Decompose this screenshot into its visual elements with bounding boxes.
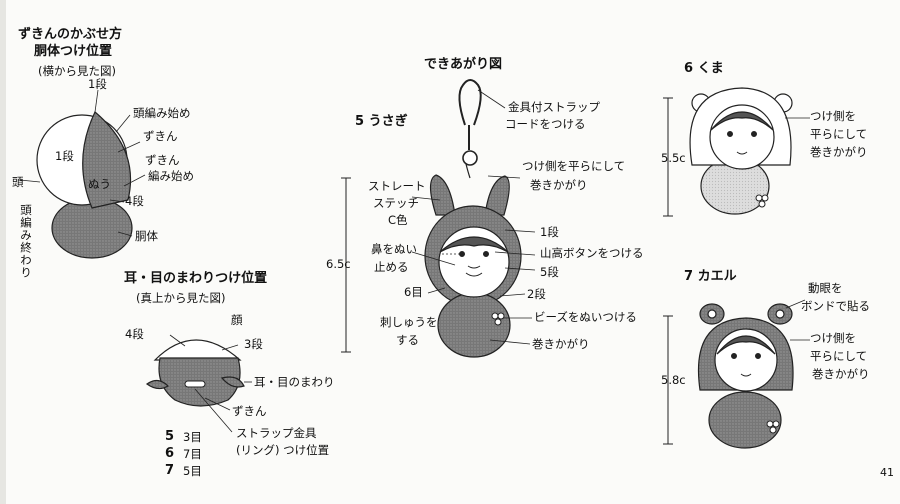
bear-height: 5.5c — [661, 151, 686, 165]
side-view-caption: (横から見た図) — [38, 64, 116, 78]
label-rabbit-row2: 2段 — [527, 287, 546, 301]
label-nose-1: 鼻をぬい — [371, 242, 417, 256]
top-view-diagram — [145, 334, 252, 433]
bear-diagram — [663, 87, 810, 217]
bear-label-3: 巻きかがり — [810, 145, 868, 159]
frog-eye-label-1: 動眼を — [808, 281, 843, 295]
frog-eye-label-2: ボンドで貼る — [801, 299, 870, 313]
row-num-6: 6 — [165, 446, 175, 461]
label-hood-knit-start-2: 編み始め — [148, 169, 194, 183]
label-strap-1: ストラップ金具 — [236, 426, 317, 440]
frog-label-1: つけ側を — [810, 331, 856, 345]
bear-label-2: 平らにして — [810, 127, 868, 141]
rabbit-title: 5 うさぎ — [355, 114, 408, 129]
label-row1b: 1段 — [55, 149, 74, 163]
label-strap-cord-2: コードをつける — [505, 117, 586, 131]
label-hood-start: 頭編み始め — [133, 106, 191, 120]
label-sew: ぬう — [88, 177, 111, 191]
label-straight-3: C色 — [388, 213, 408, 227]
row-num-7: 7 — [165, 463, 175, 478]
row-val-7: 5目 — [183, 464, 202, 478]
label-rabbit-row1: 1段 — [540, 225, 559, 239]
label-flat-2: 巻きかがり — [530, 178, 588, 192]
label-embroider-1: 刺しゅうを — [380, 315, 438, 329]
label-button: 山高ボタンをつける — [540, 246, 644, 260]
label-beads: ビーズをぬいつける — [534, 310, 637, 324]
label-strap-cord-1: 金具付ストラップ — [508, 100, 600, 114]
bear-label-1: つけ側を — [810, 109, 856, 123]
frog-height: 5.8c — [661, 373, 686, 387]
label-whip: 巻きかがり — [532, 337, 590, 351]
label-hood-knit-start-1: ずきん — [145, 153, 180, 167]
label-eye6: 6目 — [404, 285, 423, 299]
frog-title: 7 カエル — [684, 269, 737, 284]
bear-title: 6 くま — [684, 61, 724, 76]
body-position-subtitle: 胴体つけ位置 — [34, 44, 113, 59]
row-val-5: 3目 — [183, 430, 202, 444]
label-rabbit-row5: 5段 — [540, 265, 559, 279]
label-embroider-2: する — [396, 333, 419, 347]
rabbit-diagram — [341, 79, 536, 358]
ear-position-title: 耳・目のまわりつけ位置 — [124, 271, 268, 286]
label-row1: 1段 — [88, 77, 107, 91]
label-strap-2: (リング) つけ位置 — [236, 443, 330, 457]
label-face: 顔 — [231, 313, 243, 327]
label-straight-1: ストレート — [368, 179, 426, 193]
top-view-caption: (真上から見た図) — [136, 291, 226, 305]
frog-label-2: 平らにして — [810, 349, 868, 363]
hood-shape — [82, 111, 132, 209]
page-number: 41 — [880, 466, 894, 479]
label-ear-row4: 4段 — [125, 327, 144, 341]
label-body: 胴体 — [135, 229, 158, 243]
frog-label-3: 巻きかがり — [812, 367, 870, 381]
hood-method-title: ずきんのかぶせ方 — [18, 27, 123, 42]
rabbit-height: 6.5c — [326, 257, 351, 271]
label-ear-hood: ずきん — [232, 404, 267, 418]
finished-figure-title: できあがり図 — [424, 57, 503, 72]
label-ear-row3: 3段 — [244, 337, 263, 351]
label-head: 頭 — [12, 175, 24, 189]
label-ear-eye-around: 耳・目のまわり — [254, 375, 335, 389]
label-nose-2: 止める — [374, 260, 409, 274]
row-num-5: 5 — [165, 429, 175, 444]
label-head-end: 頭編み終わり — [19, 204, 33, 279]
label-hood: ずきん — [143, 129, 178, 143]
label-flat-1: つけ側を平らにして — [522, 159, 626, 173]
label-straight-2: ステッチ — [373, 196, 419, 210]
label-row4: 4段 — [125, 194, 144, 208]
side-view-diagram — [19, 89, 146, 259]
frog-diagram — [663, 299, 810, 449]
row-val-6: 7目 — [183, 447, 202, 461]
